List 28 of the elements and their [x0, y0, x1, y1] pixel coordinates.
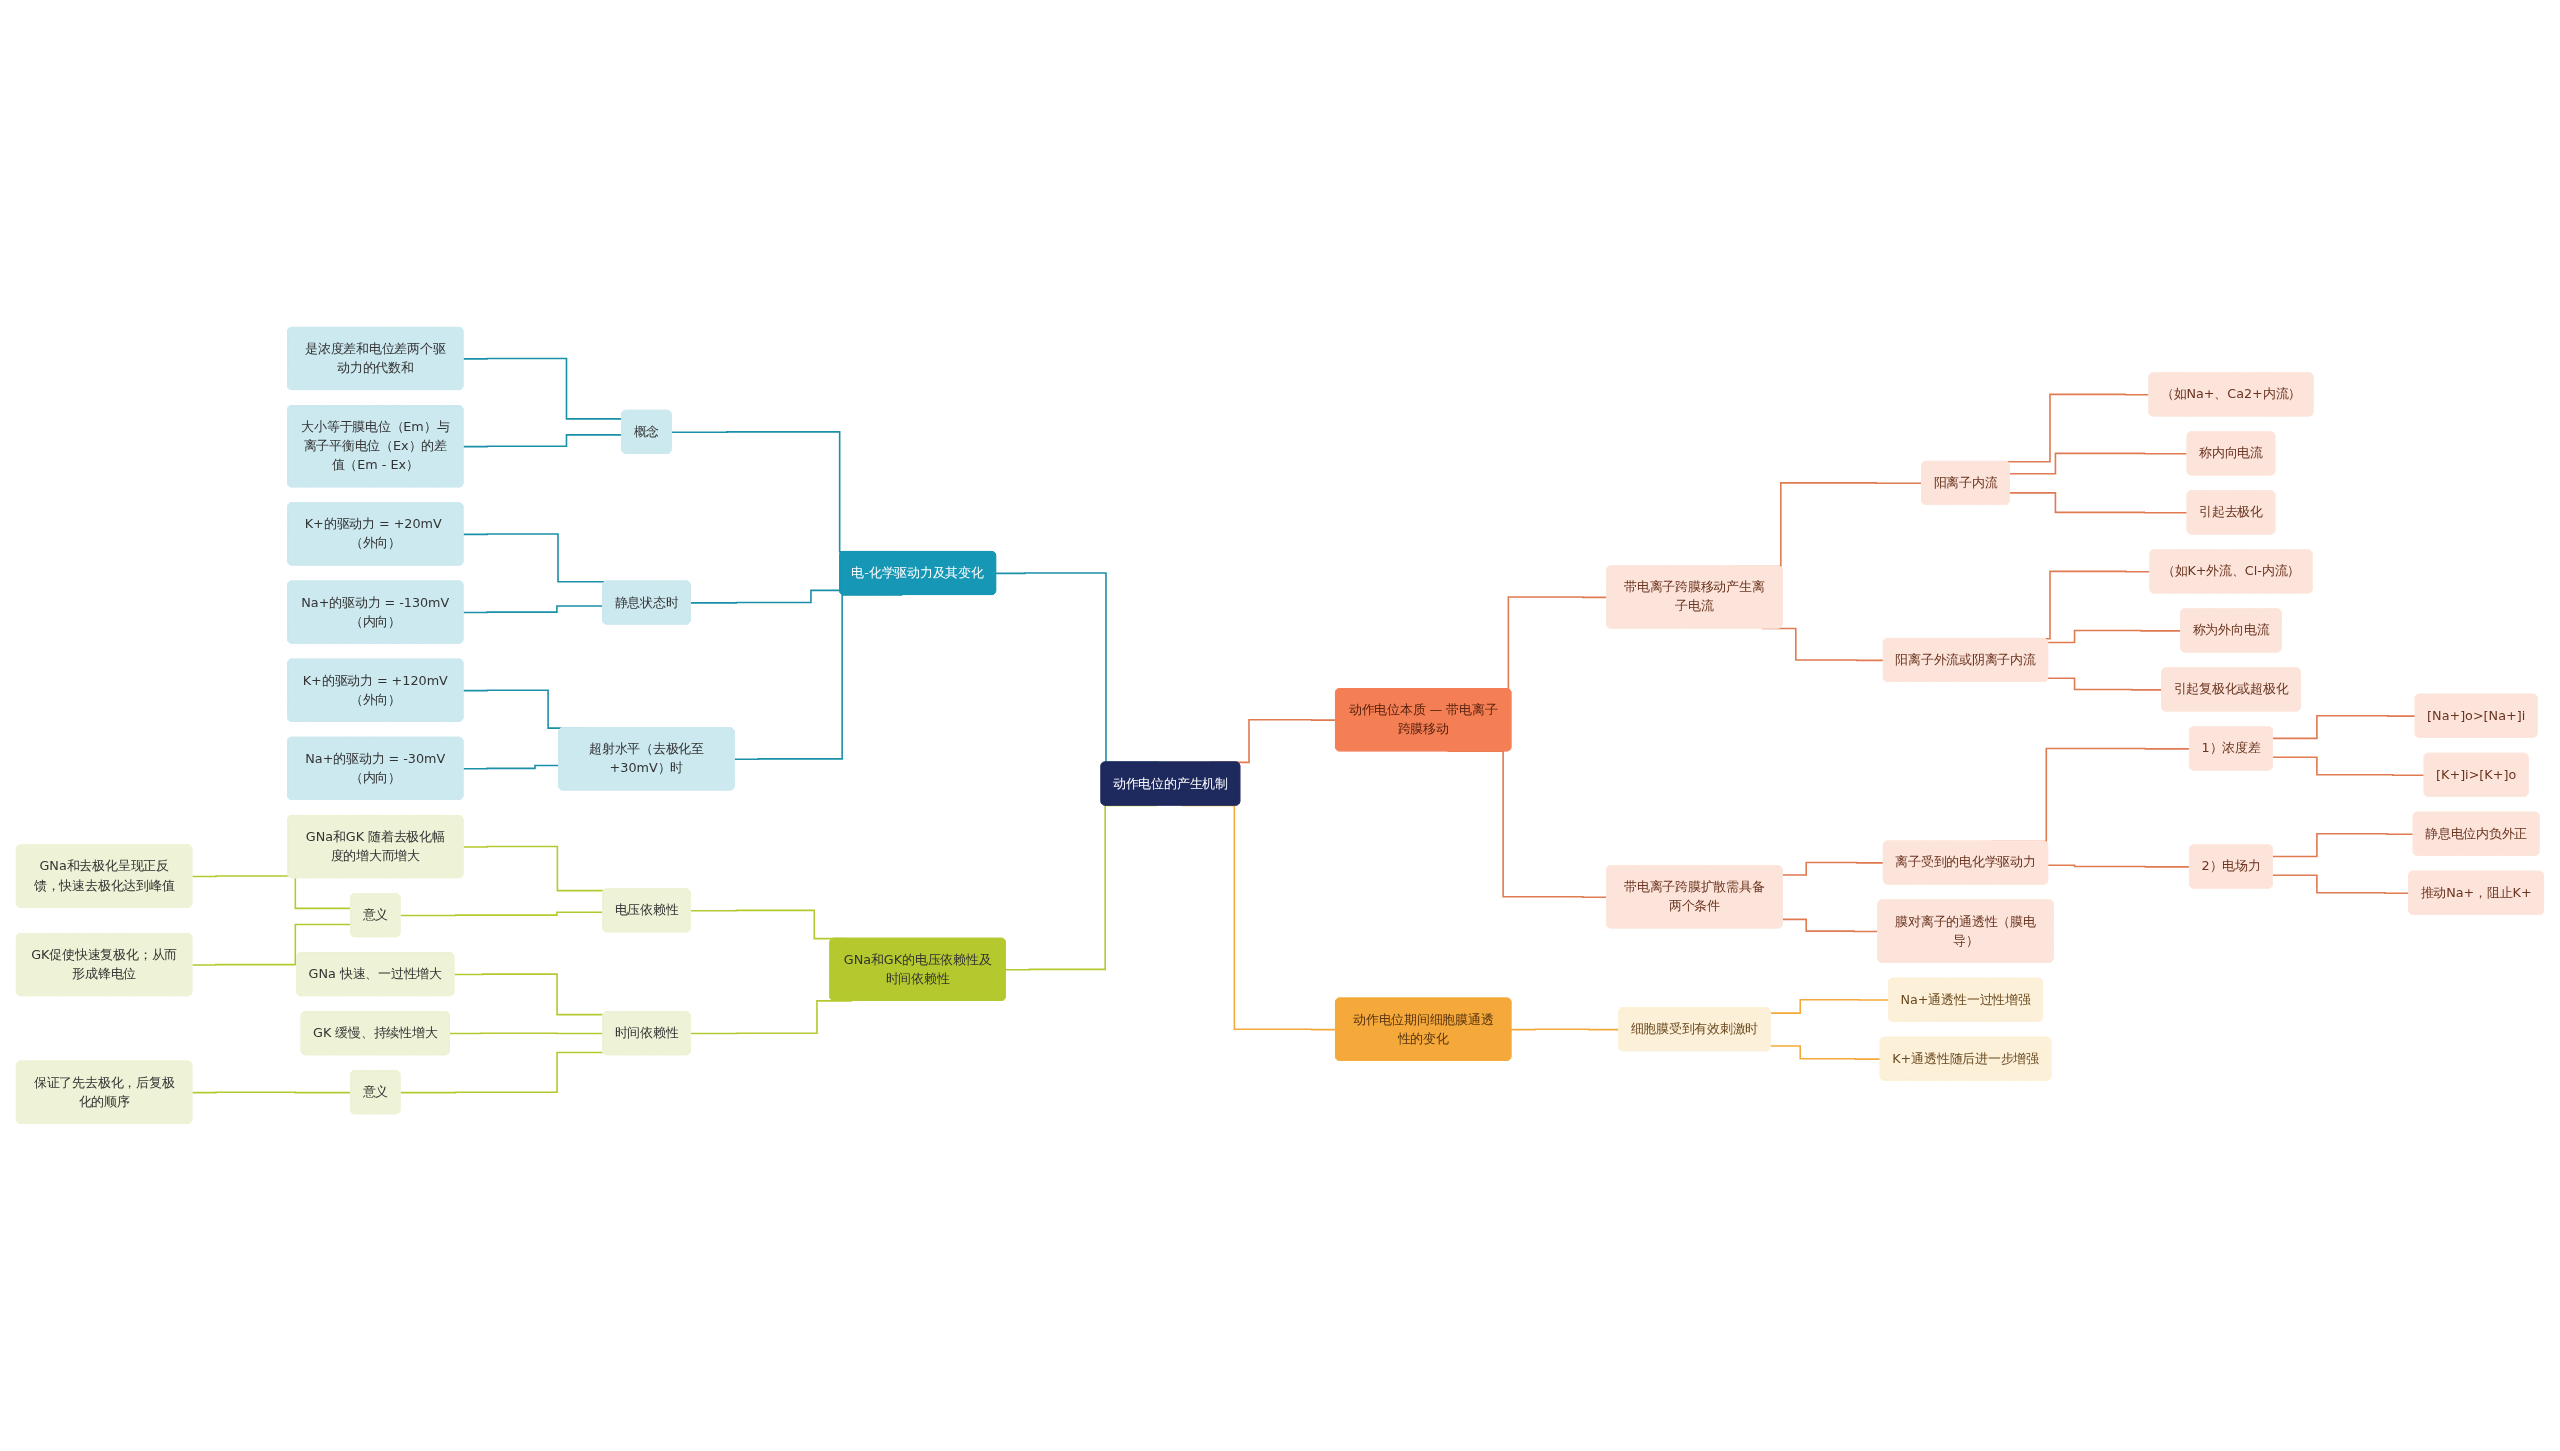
connector — [689, 589, 841, 604]
connector — [1781, 918, 1879, 933]
connector — [2009, 492, 2189, 514]
connector — [191, 875, 352, 910]
connector — [191, 923, 352, 966]
connector — [1781, 861, 1885, 876]
connector — [462, 845, 605, 892]
connector — [2272, 756, 2426, 777]
connector — [2047, 629, 2182, 644]
connector — [399, 911, 604, 917]
connector — [2272, 833, 2415, 858]
connector — [2047, 864, 2191, 868]
connector — [2009, 452, 2189, 475]
connector — [2272, 874, 2410, 895]
connector — [462, 357, 623, 420]
connector — [1769, 1045, 1882, 1061]
connector — [2047, 677, 2163, 691]
connector — [1510, 1028, 1620, 1031]
connector — [191, 1091, 352, 1094]
connector — [399, 1051, 605, 1094]
connector — [1769, 999, 1890, 1015]
connector — [462, 434, 623, 448]
connector — [462, 533, 606, 583]
connector — [462, 764, 560, 770]
connector — [2272, 715, 2417, 740]
connector — [462, 605, 604, 614]
connector — [453, 973, 605, 1016]
connector — [449, 1032, 604, 1035]
